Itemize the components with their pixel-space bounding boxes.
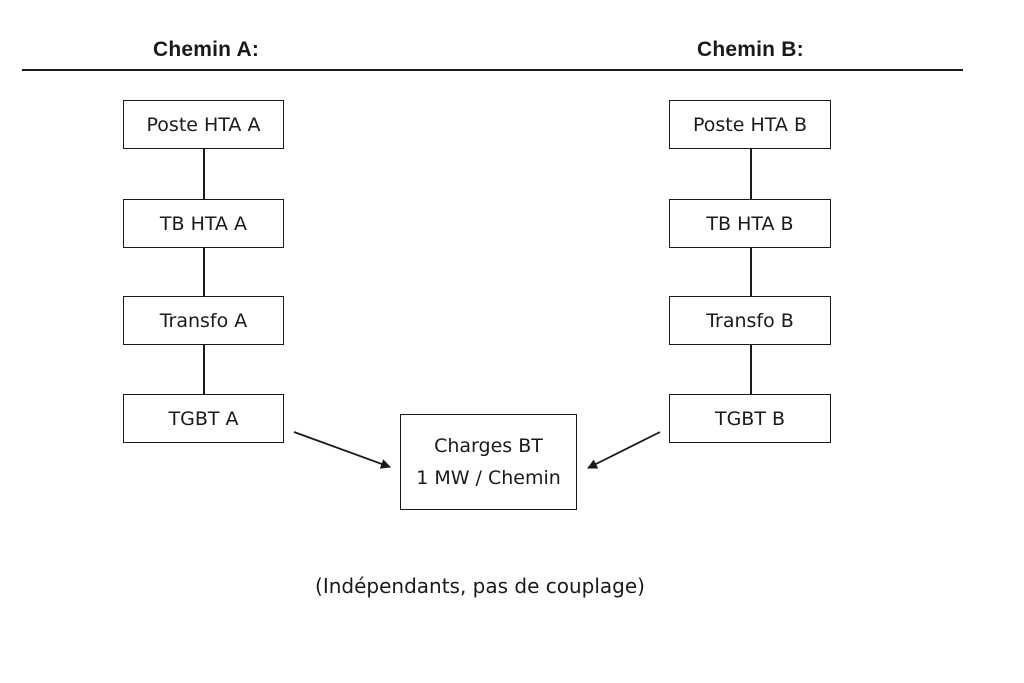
path-b-node-transfo: Transfo B (669, 296, 831, 345)
load-power: 1 MW / Chemin (416, 467, 561, 489)
header-divider (22, 69, 963, 71)
path-b-connector-3 (750, 345, 752, 394)
load-node-charges-bt: Charges BT 1 MW / Chemin (400, 414, 577, 510)
independence-note: (Indépendants, pas de couplage) (315, 574, 645, 598)
arrow-tgbt-b-to-load (587, 431, 661, 469)
path-a-connector-1 (203, 149, 205, 199)
path-a-node-tb-hta: TB HTA A (123, 199, 284, 248)
path-b-node-tgbt: TGBT B (669, 394, 831, 443)
arrow-tgbt-a-to-load (293, 431, 391, 469)
path-a-node-tgbt: TGBT A (123, 394, 284, 443)
path-b-node-tb-hta: TB HTA B (669, 199, 831, 248)
load-label: Charges BT (434, 435, 543, 457)
path-a-connector-2 (203, 248, 205, 296)
path-b-heading: Chemin B: (697, 38, 804, 61)
path-a-node-poste-hta: Poste HTA A (123, 100, 284, 149)
path-a-connector-3 (203, 345, 205, 394)
path-b-node-poste-hta: Poste HTA B (669, 100, 831, 149)
path-a-heading: Chemin A: (153, 38, 260, 61)
path-a-node-transfo: Transfo A (123, 296, 284, 345)
path-b-connector-1 (750, 149, 752, 199)
path-b-connector-2 (750, 248, 752, 296)
